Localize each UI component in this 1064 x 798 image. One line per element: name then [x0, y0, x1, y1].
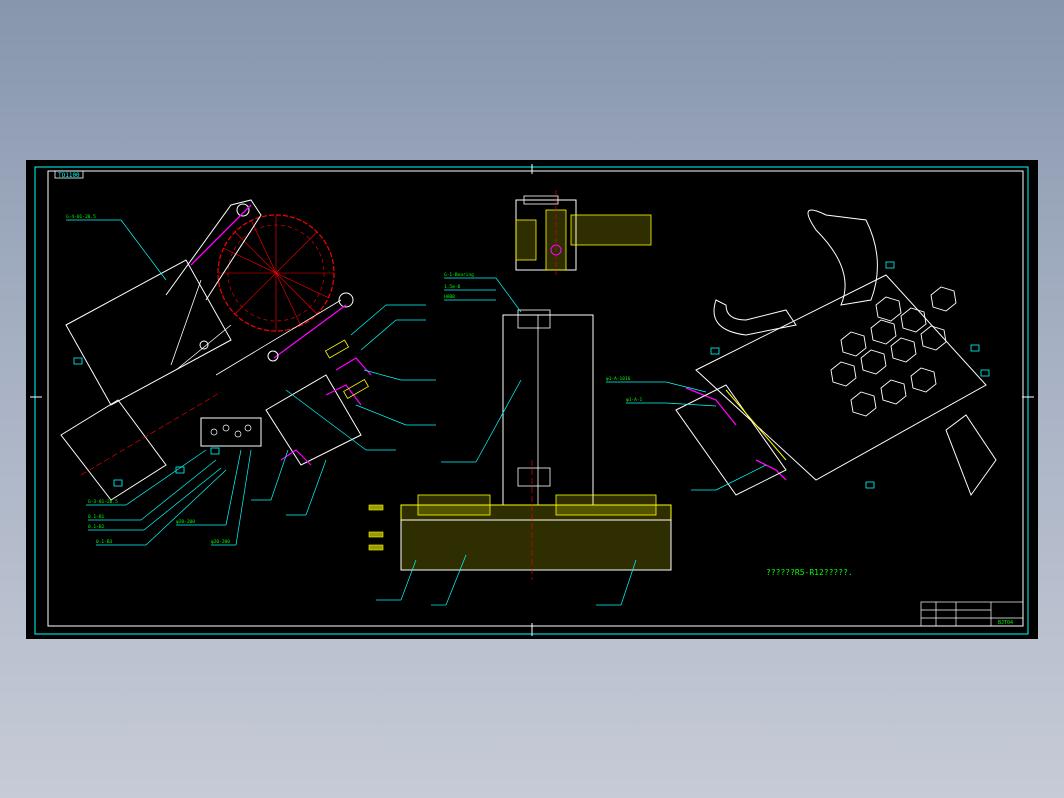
callout-left-3: 0.1-B2 [88, 524, 105, 530]
rod-2 [175, 324, 232, 371]
link-magenta-2 [273, 304, 347, 359]
left-section-1 [324, 339, 350, 359]
frame-center-marks [30, 164, 1034, 636]
right-jaw-magenta-2 [755, 459, 787, 481]
center-top-detail [515, 190, 652, 275]
right-lower-arm [713, 299, 797, 336]
right-cyan-blocks [710, 261, 990, 489]
clamp-jaw-1 [325, 384, 362, 406]
callout-left-2: 0.1-B1 [88, 514, 105, 520]
callout-left-6: φ20-200 [211, 539, 230, 545]
joint-b [199, 340, 209, 350]
rod-1 [170, 279, 202, 366]
center-main-view: G-1-Bearing 1.5m-B HABB [368, 272, 672, 606]
right-assembly-view: φ1-A-1016 φ1-A-1 [606, 209, 997, 497]
sheet-code-label: TO1100 [58, 172, 80, 179]
callout-mid-2: HABB [444, 294, 455, 300]
right-hex-pockets [830, 286, 957, 417]
callout-left-5: φ20-200 [176, 519, 195, 525]
arm-pivot-top [236, 203, 250, 217]
sheet-frame-inner [47, 170, 1024, 627]
callout-right-0: φ1-A-1016 [606, 376, 631, 382]
right-main-body [695, 274, 987, 481]
callout-left-4: 0.1-B3 [96, 539, 113, 545]
rod-3 [215, 299, 342, 376]
right-clamp-block [675, 384, 787, 496]
callout-mid-0: G-1-Bearing [444, 272, 474, 278]
right-hook-arm [807, 209, 878, 306]
callout-mid-1: 1.5m-B [444, 284, 461, 290]
engineering-drawing: TO1100 [30, 164, 1034, 636]
center-column [502, 314, 594, 506]
callout-left-0: G-4-01-20.5 [66, 214, 96, 220]
left-cyan-blocks [73, 357, 220, 487]
sweep-radials [218, 215, 334, 331]
left-leaders [66, 219, 436, 546]
left-main-body [65, 259, 232, 406]
center-leaders [376, 277, 637, 606]
joint-a [267, 350, 279, 362]
callout-left-1: G-3-01-20.5 [88, 499, 118, 505]
left-dim-text: G-4-01-20.5 G-3-01-20.5 0.1-B1 0.1-B2 0.… [66, 214, 230, 545]
sheet-code-box [54, 170, 84, 179]
link-magenta-1 [190, 204, 252, 266]
left-assembly-view: G-4-01-20.5 G-3-01-20.5 0.1-B1 0.1-B2 0.… [60, 199, 436, 546]
callout-right-1: φ1-A-1 [626, 397, 643, 403]
drawing-caption: ??????R5-R12?????. [766, 568, 853, 577]
center-yellow-labels [368, 504, 384, 551]
right-leaders [606, 381, 767, 491]
right-jaw-magenta [685, 387, 737, 426]
left-arm [165, 199, 262, 301]
left-section-2 [343, 378, 369, 400]
left-plate-holes [210, 424, 252, 438]
arm-pivot-right [338, 292, 354, 308]
clamp-jaw-3 [335, 357, 372, 376]
left-lower-block [60, 399, 167, 501]
title-block [920, 601, 1024, 627]
right-lower-block [945, 414, 997, 497]
drawing-number: BJT04 [998, 620, 1013, 626]
left-label-plate [200, 417, 262, 447]
left-body-centerline [80, 391, 222, 476]
cad-viewport[interactable]: TO1100 [26, 160, 1038, 639]
clamp-head [265, 374, 362, 466]
